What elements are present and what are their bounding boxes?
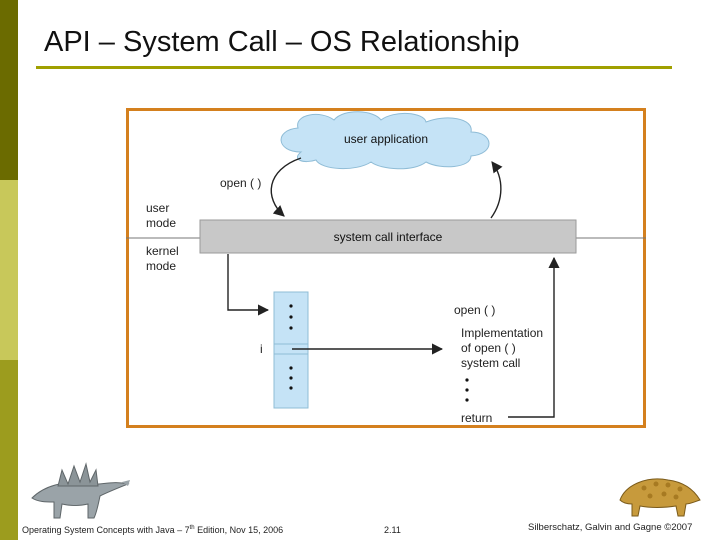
implementation-label-line2: of open ( ) xyxy=(461,341,516,355)
sidebar-stripe-mid xyxy=(0,360,18,540)
system-call-table xyxy=(273,291,309,409)
user-application-cloud xyxy=(280,111,490,170)
sidebar-stripe-dark xyxy=(0,0,18,180)
kernel-mode-label-line1: kernel xyxy=(146,244,179,258)
footer-book-main: Operating System Concepts with Java – 7 xyxy=(22,525,190,535)
title-underline xyxy=(36,66,672,69)
footer-book-superscript: th xyxy=(189,525,195,531)
return-label: return xyxy=(461,411,492,425)
user-mode-label-line1: user xyxy=(146,201,169,215)
kernel-open-label: open ( ) xyxy=(454,303,495,317)
open-call-arrow xyxy=(270,157,302,217)
ankylosaurus-illustration xyxy=(619,478,701,517)
footer-book-title: Operating System Concepts with Java – 7t… xyxy=(22,525,283,535)
dispatch-arrow xyxy=(227,254,270,316)
table-ellipsis-bottom xyxy=(289,366,293,390)
user-application-label: user application xyxy=(344,132,428,146)
implementation-ellipsis xyxy=(465,378,469,402)
footer-page-number: 2.11 xyxy=(384,525,401,535)
return-to-user-arrow xyxy=(490,161,503,219)
sidebar-stripe-light xyxy=(0,180,18,360)
system-call-diagram: user application open ( ) user mode kern… xyxy=(126,108,646,428)
open-call-label: open ( ) xyxy=(220,176,261,190)
slide-title: API – System Call – OS Relationship xyxy=(44,26,520,58)
footer-copyright: Silberschatz, Galvin and Gagne ©2007 xyxy=(528,522,693,533)
system-call-interface-label: system call interface xyxy=(334,230,443,244)
footer-book-rest: Edition, Nov 15, 2006 xyxy=(194,525,284,535)
kernel-mode-label-line2: mode xyxy=(146,259,176,273)
diagram-canvas: user application open ( ) user mode kern… xyxy=(126,108,646,428)
system-call-interface-bar xyxy=(199,219,577,254)
implementation-label-line1: Implementation xyxy=(461,326,543,340)
user-mode-label-line2: mode xyxy=(146,216,176,230)
stegosaurus-illustration xyxy=(31,462,130,519)
implementation-label-line3: system call xyxy=(461,356,520,370)
table-index-label: i xyxy=(260,342,263,356)
table-ellipsis-top xyxy=(289,304,293,330)
sidebar-stripe xyxy=(0,0,18,540)
return-arrow xyxy=(508,256,560,418)
